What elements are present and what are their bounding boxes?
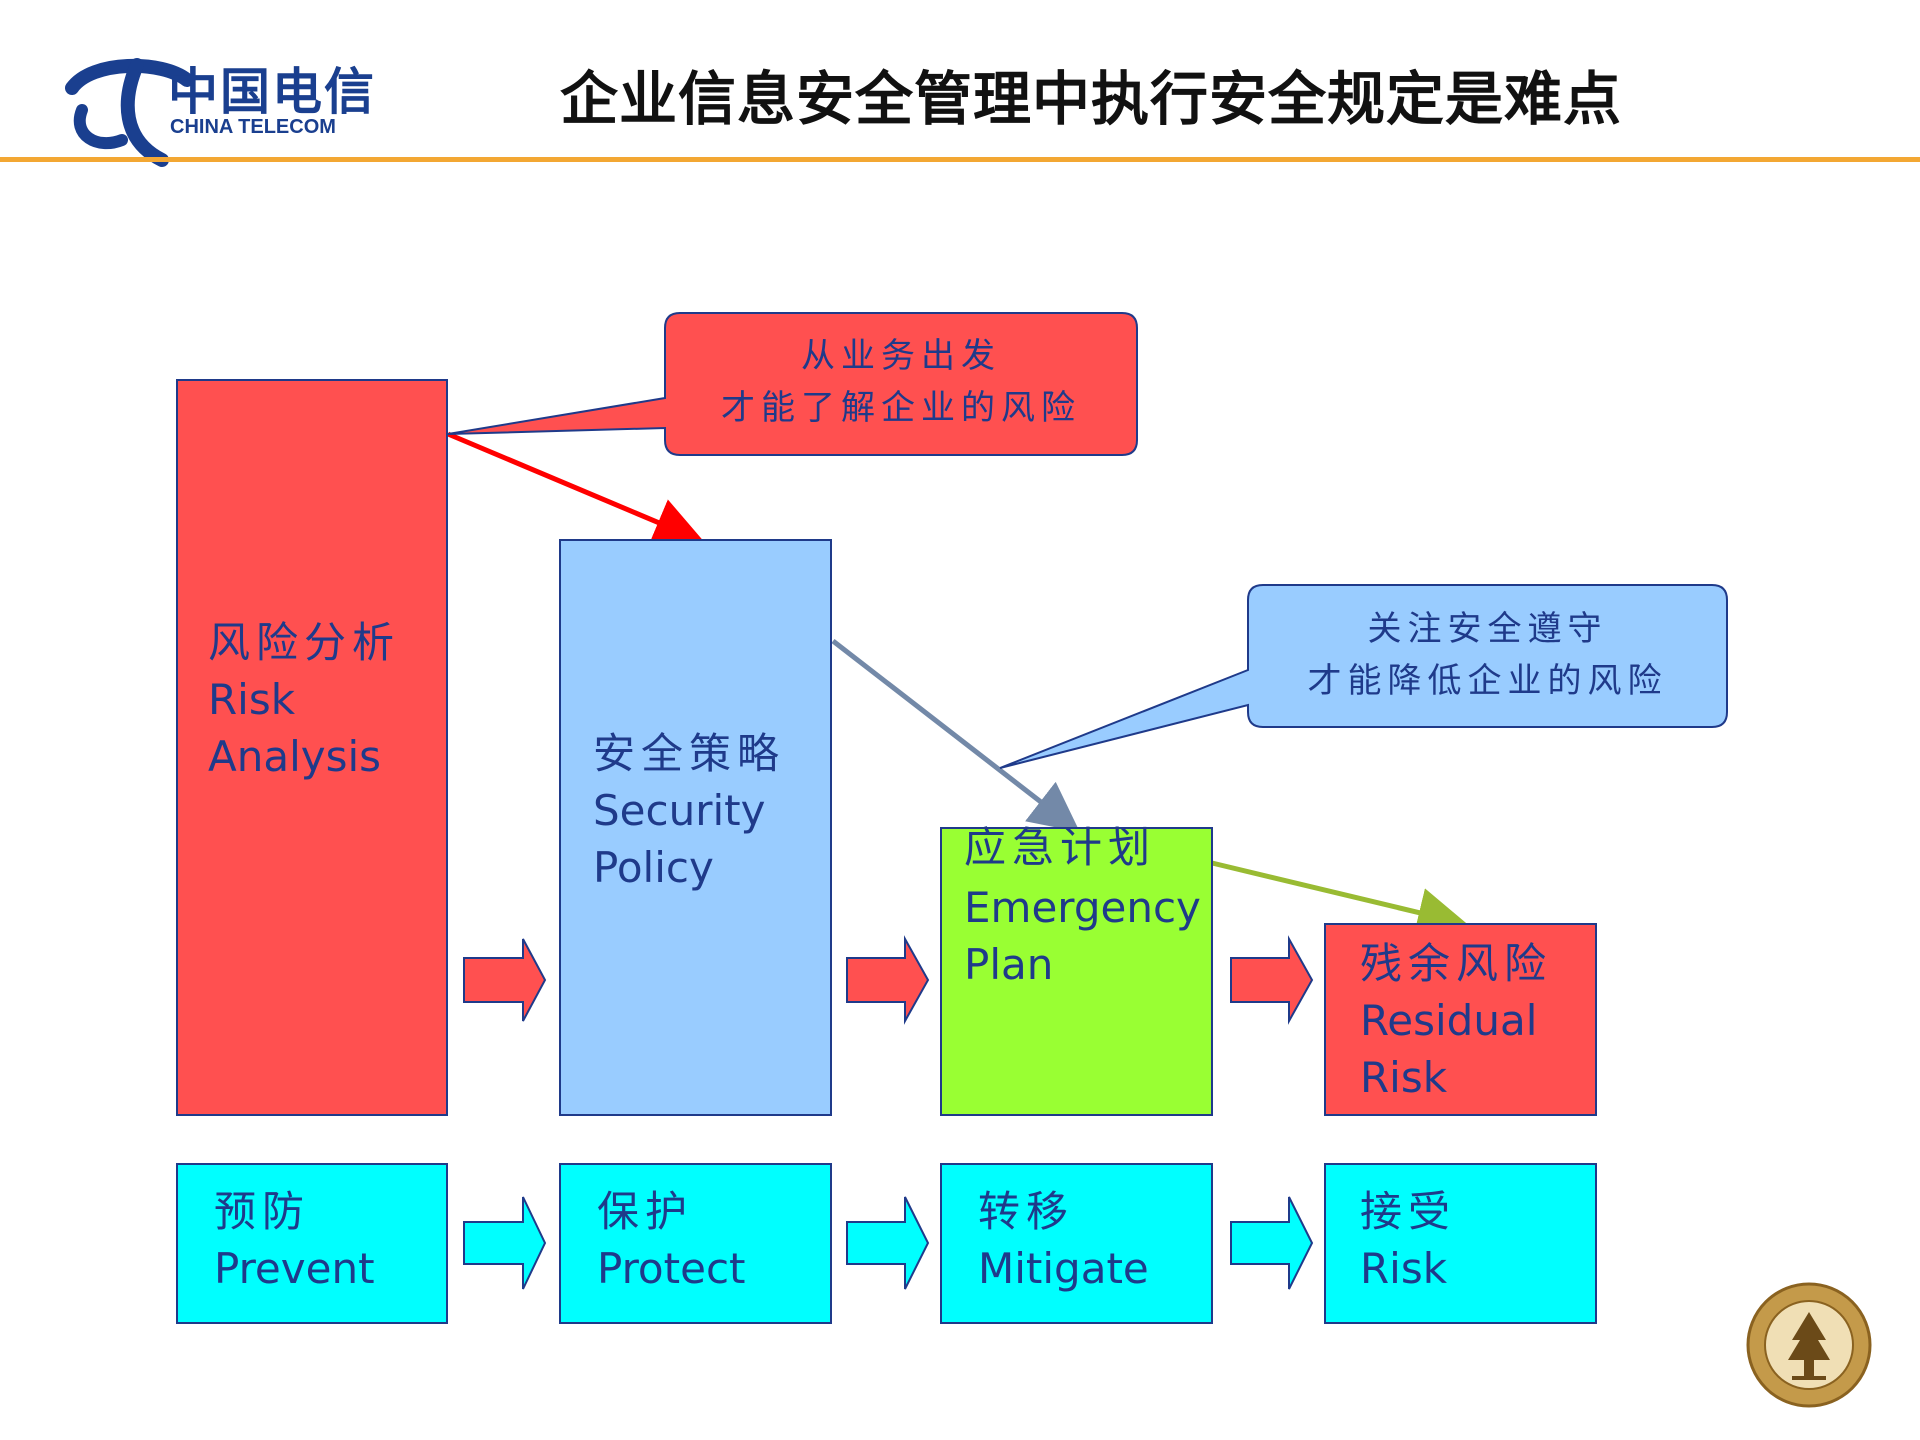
stage-security-policy-cn: 安全策略 [593, 729, 786, 778]
block-arrow-icon [1230, 1196, 1314, 1290]
stage-residual-risk-cn: 残余风险 [1360, 939, 1553, 988]
action-prevent-cn: 预防 [214, 1187, 311, 1236]
arrow-risk-to-policy [447, 431, 705, 546]
callout-business-line1: 从业务出发 [801, 336, 1001, 376]
callout-compliance-line2: 才能降低企业的风险 [1307, 661, 1668, 701]
logo-text-en: CHINA TELECOM [170, 116, 336, 138]
stage-emergency-plan: 应急计划 Emergency Plan [940, 823, 1213, 1116]
block-arrow-icon [1230, 935, 1314, 1025]
logo-text-cn: 中国电信 [168, 63, 376, 121]
action-accept-cn: 接受 [1360, 1187, 1457, 1236]
block-arrow-icon [846, 935, 930, 1025]
header-divider [0, 157, 1920, 162]
action-protect-en: Protect [597, 1244, 746, 1293]
action-mitigate-en: Mitigate [978, 1244, 1149, 1293]
arrow-plan-to-residual [1211, 860, 1468, 937]
slide-title: 企业信息安全管理中执行安全规定是难点 [560, 65, 1623, 133]
action-protect: 保护 Protect [559, 1163, 832, 1324]
callout-business-line2: 才能了解企业的风险 [721, 388, 1081, 428]
action-accept-en: Risk [1360, 1244, 1448, 1293]
stage-security-policy-en1: Security [593, 786, 766, 835]
block-arrow-icon [463, 938, 547, 1022]
stage-security-policy-en2: Policy [593, 843, 714, 892]
stage-emergency-plan-en1: Emergency [964, 883, 1201, 932]
callout-compliance-line1: 关注安全遵守 [1367, 609, 1608, 649]
action-prevent-en: Prevent [214, 1244, 375, 1293]
stage-residual-risk-en2: Risk [1360, 1053, 1448, 1102]
block-arrow-icon [463, 1196, 547, 1290]
stage-residual-risk: 残余风险 Residual Risk [1324, 923, 1597, 1116]
stage-risk-analysis-en2: Analysis [208, 732, 382, 781]
callout-compliance-text: 关注安全遵守 才能降低企业的风险 [1248, 603, 1727, 713]
action-protect-cn: 保护 [597, 1187, 694, 1236]
stage-residual-risk-en1: Residual [1360, 996, 1538, 1045]
block-arrow-icon [846, 1196, 930, 1290]
college-seal-icon [1746, 1282, 1872, 1408]
action-mitigate: 转移 Mitigate [940, 1163, 1213, 1324]
action-accept-risk: 接受 Risk [1324, 1163, 1597, 1324]
stage-risk-analysis-cn: 风险分析 [208, 618, 401, 667]
arrow-policy-to-plan [831, 639, 1080, 833]
stage-emergency-plan-cn: 应急计划 [964, 823, 1157, 872]
action-prevent: 预防 Prevent [176, 1163, 448, 1324]
header: 中国电信 CHINA TELECOM 企业信息安全管理中执行安全规定是难点 [0, 0, 1920, 167]
stage-security-policy: 安全策略 Security Policy [559, 539, 832, 1116]
action-mitigate-cn: 转移 [978, 1187, 1075, 1236]
stage-risk-analysis-en1: Risk [208, 675, 296, 724]
callout-business-text: 从业务出发 才能了解企业的风险 [665, 330, 1137, 440]
china-telecom-logo-icon [65, 58, 194, 167]
stage-risk-analysis: 风险分析 Risk Analysis [176, 379, 448, 1116]
stage-emergency-plan-en2: Plan [964, 940, 1054, 989]
